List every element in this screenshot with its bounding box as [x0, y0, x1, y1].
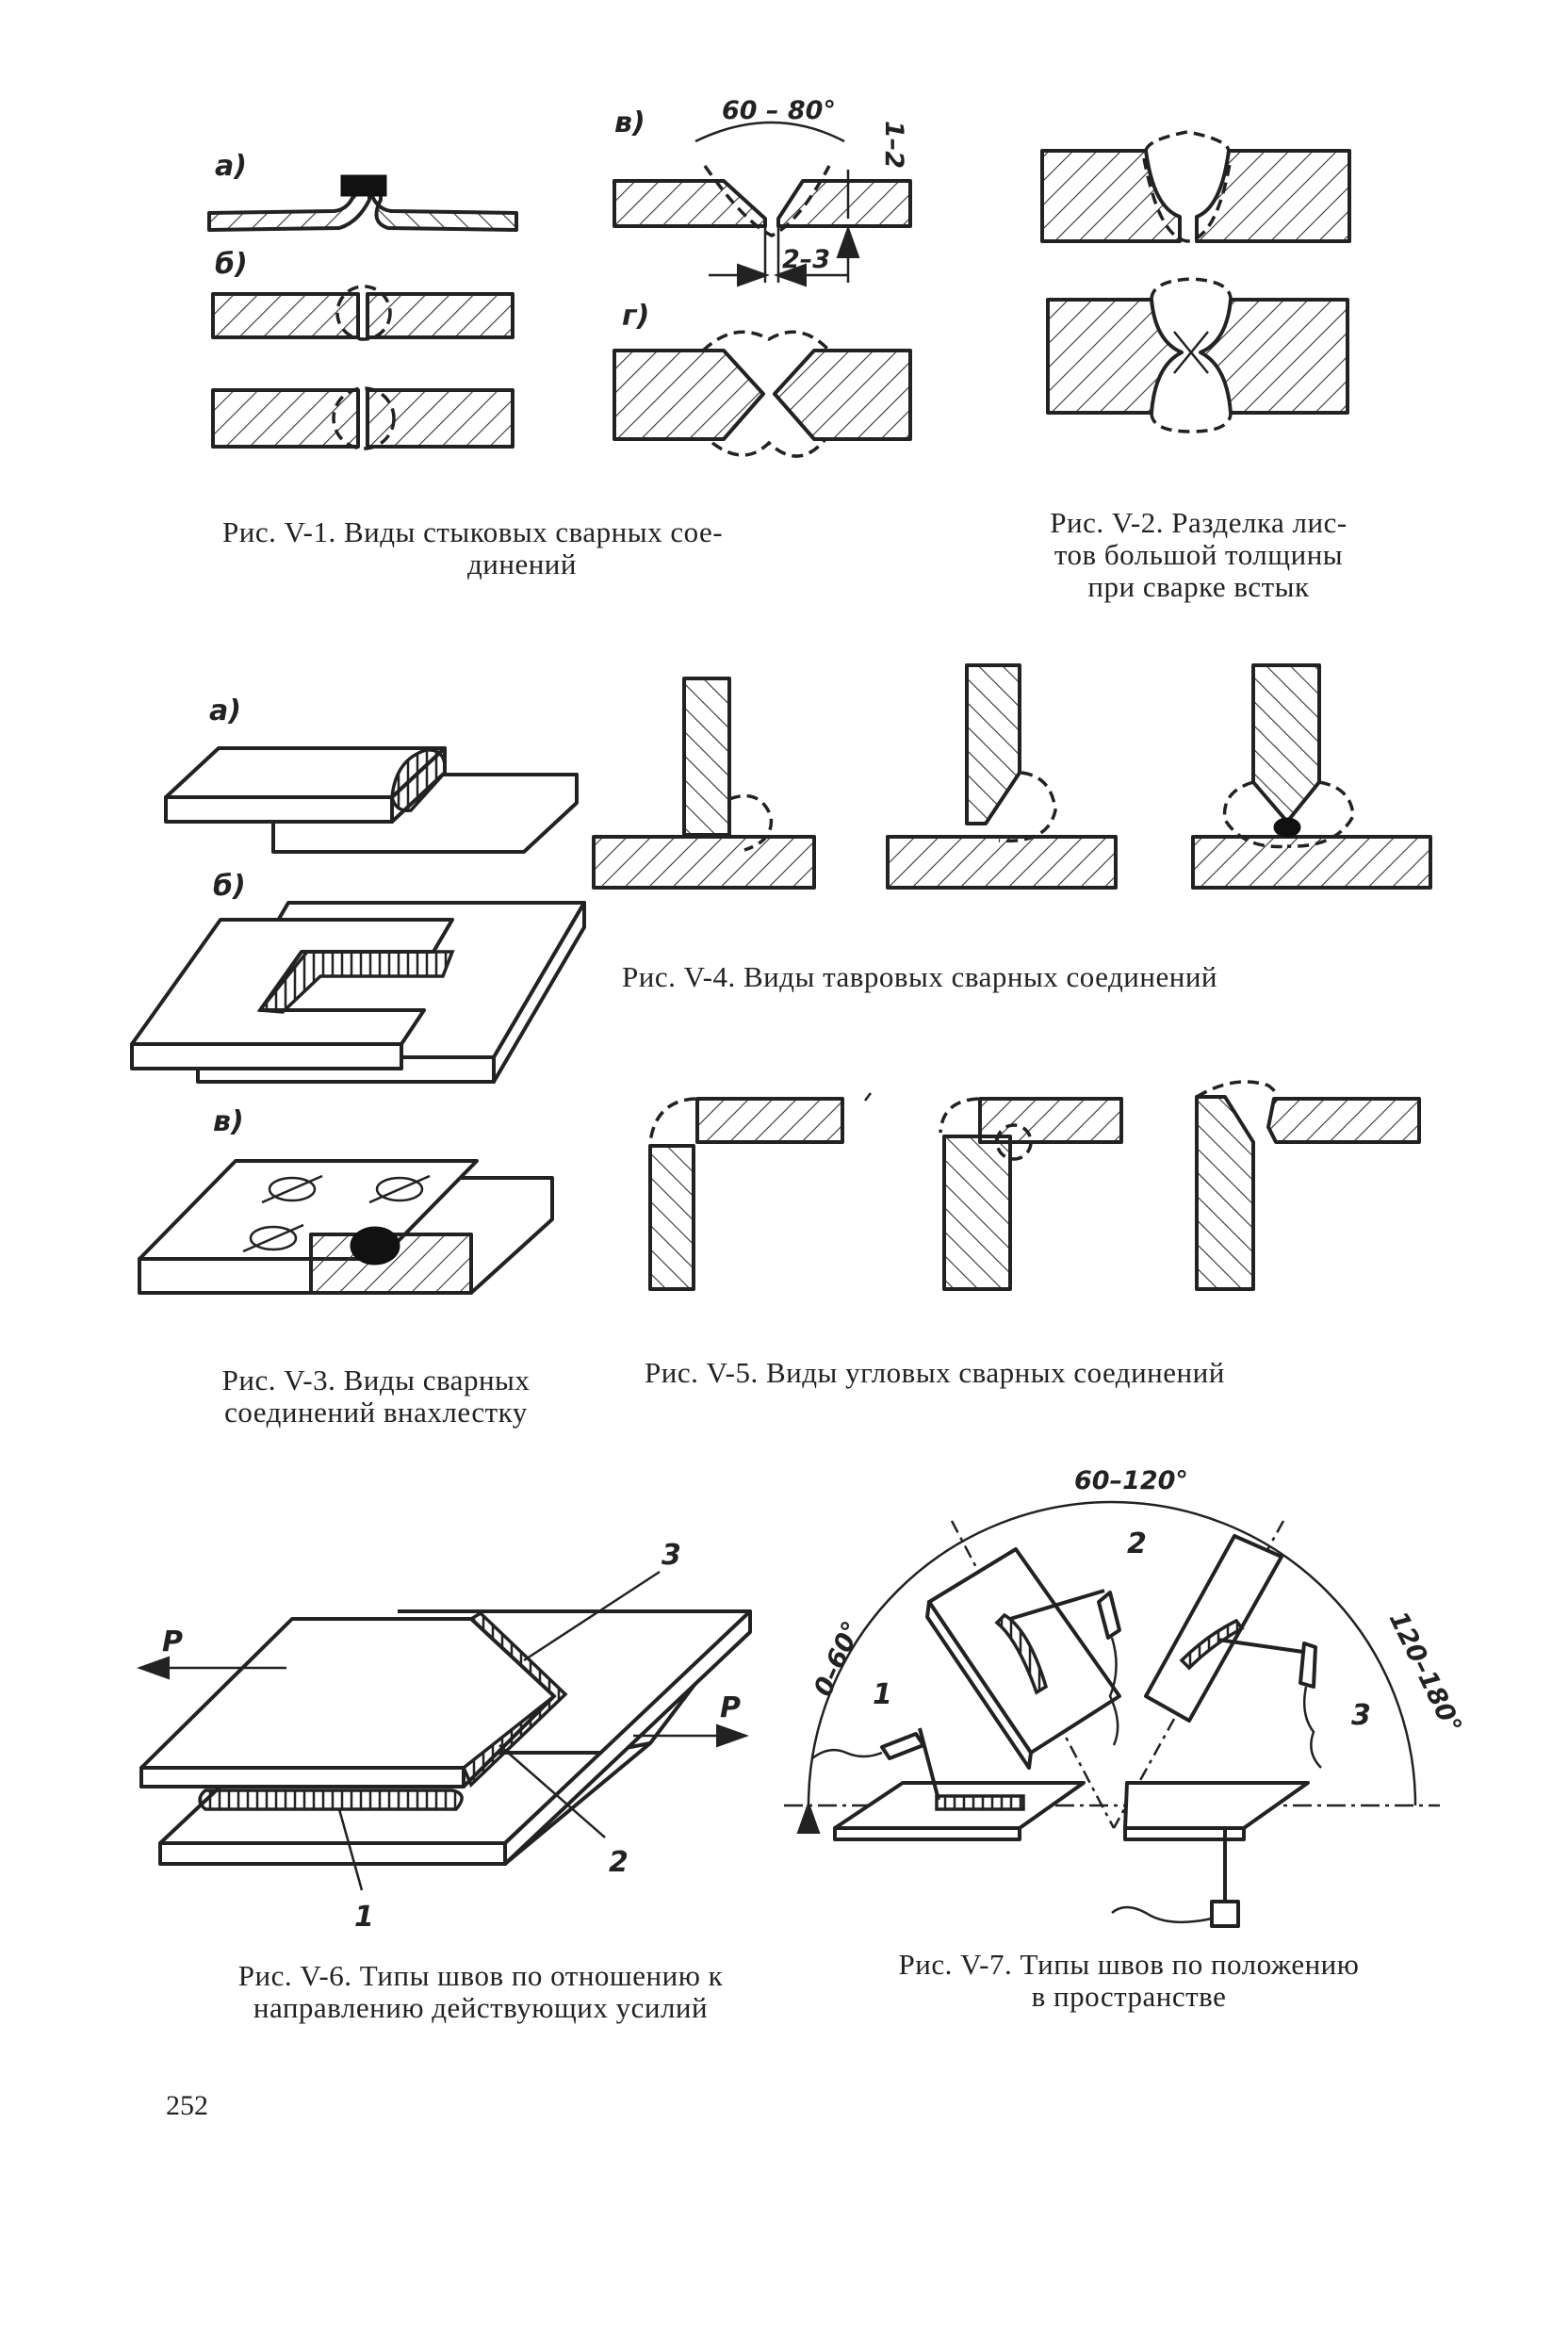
- figure-v4: [592, 663, 1432, 890]
- v6-seam-frontal: [198, 1788, 464, 1811]
- figure-v2: [1040, 130, 1351, 433]
- fig-v1-label-a: а): [215, 150, 247, 183]
- tee-joint-single-bevel: [886, 663, 1118, 890]
- corner-joint-overlap: [939, 1097, 1123, 1291]
- fig-v1-label-b: б): [215, 248, 248, 281]
- fig-v3-label-v: в): [213, 1105, 244, 1138]
- v7-angle-top: 60–120°: [1074, 1466, 1188, 1495]
- v7-overhead-weld: [1111, 1781, 1310, 1928]
- v6-seam-flank: [461, 1610, 568, 1788]
- tee-joint-fillet: [592, 677, 816, 890]
- lap-joint-slot: [130, 901, 586, 1084]
- fig-v1-gap-dim: 2–3: [782, 245, 830, 274]
- v6-seam-label-1: 1: [354, 1901, 374, 1934]
- caption-fig-v3: Рис. V-3. Виды сварных соединений внахле…: [221, 1364, 531, 1429]
- lap-joint-end-seam: [164, 746, 579, 854]
- corner-joint-outside: [648, 1092, 872, 1291]
- v6-seam-label-3: 3: [662, 1539, 681, 1572]
- page-number: 252: [166, 2090, 208, 2121]
- v7-incline-weld: 3: [1144, 1534, 1371, 1769]
- fig-v3-label-a: а): [209, 694, 241, 727]
- v6-force-left: Р: [162, 1625, 183, 1658]
- caption-fig-v1: Рис. V-1. Виды стыковых сварных сое- дин…: [222, 515, 724, 580]
- thick-plate-u-groove: [1040, 130, 1351, 243]
- v6-seam-label-2: 2: [609, 1846, 629, 1879]
- v7-position-label-1: 1: [873, 1678, 892, 1711]
- butt-joint-square-single: [211, 285, 514, 341]
- caption-fig-v6: Рис. V-6. Типы швов по отношению к напра…: [237, 1959, 724, 2024]
- figure-v5: [648, 1080, 1421, 1291]
- corner-joint-bevel: [1195, 1080, 1421, 1291]
- caption-fig-v7: Рис. V-7. Типы швов по положению в прост…: [898, 1948, 1360, 2013]
- fig-v3-label-b: б): [213, 870, 246, 903]
- v7-position-label-3: 3: [1351, 1699, 1371, 1732]
- v7-angle-right: 120–180°: [1383, 1607, 1467, 1738]
- lap-joint-plug: [138, 1159, 554, 1295]
- caption-fig-v5: Рис. V-5. Виды угловых сварных соединени…: [645, 1356, 1225, 1389]
- fig-v1-label-v: в): [614, 106, 645, 139]
- caption-fig-v2: Рис. V-2. Разделка лис- тов большой толщ…: [1050, 506, 1348, 603]
- caption-fig-v4: Рис. V-4. Виды тавровых сварных соединен…: [622, 960, 1217, 993]
- figure-v6: Р Р 1 2 3: [137, 1539, 752, 1934]
- v7-vertical-weld: 2: [925, 1527, 1147, 1770]
- fig-v1-angle-dim: 60 – 80°: [722, 96, 836, 125]
- thick-plate-double-u-groove: [1046, 277, 1349, 433]
- butt-joint-square-double: [211, 386, 514, 450]
- v7-angle-left: 0–60°: [808, 1617, 867, 1701]
- v7-flat-weld: 1: [811, 1678, 1086, 1841]
- figure-v7: 60–120° 0–60° 120–180° 1 2: [784, 1466, 1467, 1928]
- butt-joint-x-groove: [612, 330, 912, 458]
- butt-joint-v-groove: 60 – 80° 2–3 1–2: [612, 96, 912, 287]
- v7-position-label-2: 2: [1127, 1527, 1147, 1560]
- butt-joint-flanged: [207, 174, 518, 232]
- v6-force-right: Р: [720, 1691, 741, 1724]
- figure-v3: а) б) в): [130, 694, 586, 1295]
- tee-joint-double-bevel: [1191, 663, 1432, 890]
- figure-v1: а) б) в) г) 60 – 80°: [207, 96, 912, 458]
- fig-v1-label-g: г): [622, 300, 649, 333]
- fig-v1-root-dim: 1–2: [879, 121, 908, 169]
